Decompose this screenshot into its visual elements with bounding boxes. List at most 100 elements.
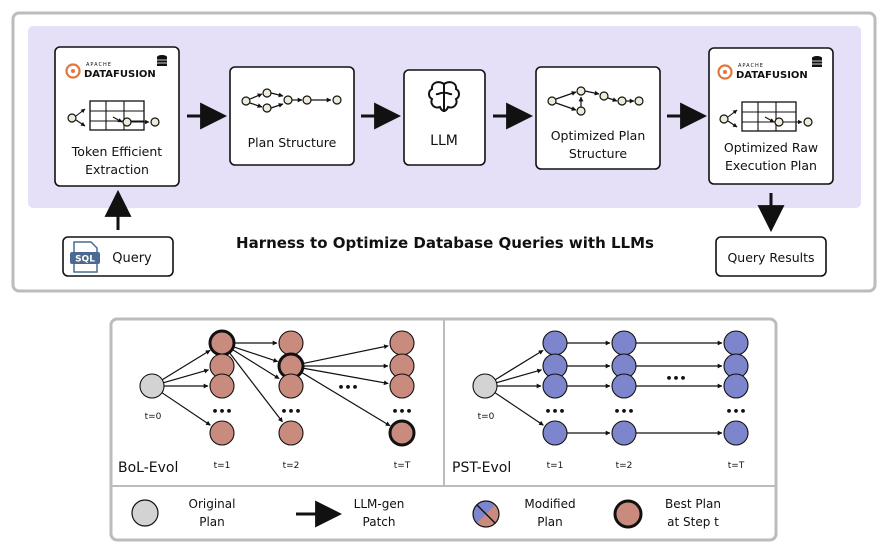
brain-icon xyxy=(428,81,460,113)
pst-dots-1: ••• xyxy=(544,405,565,418)
optimized-plan-box: Optimized Plan Structure xyxy=(535,66,661,170)
bol-dots-1: ••• xyxy=(211,405,232,418)
pst-evol-nodes xyxy=(472,330,749,446)
legend-original-plan-swatch xyxy=(131,499,159,527)
bol-tT-label: t=T xyxy=(394,461,411,471)
legend-best-1: Best Plan xyxy=(665,497,721,511)
bol-t0-label: t=0 xyxy=(145,412,162,422)
bol-best-node-tT xyxy=(388,419,416,447)
pst-dots-3: ••• xyxy=(665,372,686,385)
pst-edge-t0-t1 xyxy=(496,368,543,384)
query-label: Query xyxy=(112,251,152,266)
pst-node xyxy=(611,373,637,399)
svg-text:APACHE: APACHE xyxy=(86,62,112,68)
pst-node xyxy=(611,420,637,446)
pst-node xyxy=(723,420,749,446)
bol-edge-t0-t1 xyxy=(161,349,211,381)
bol-evol-edges xyxy=(161,340,391,427)
pst-node xyxy=(542,373,568,399)
bol-edge-t2-tT xyxy=(302,344,389,365)
raw-plan-label-1: Optimized Raw xyxy=(724,140,818,155)
bol-evol-nodes xyxy=(139,329,416,447)
llm-box: LLM xyxy=(403,69,486,166)
query-results-label: Query Results xyxy=(727,250,814,265)
legend-original-1: Original xyxy=(189,497,236,511)
pst-node xyxy=(723,330,749,356)
database-icon xyxy=(157,55,167,66)
legend-best-plan-swatch xyxy=(613,499,643,529)
token-box-label-1: Token Efficient xyxy=(71,144,162,159)
bol-edge-t0-t1 xyxy=(163,368,210,384)
legend-modified-plan-swatch xyxy=(472,500,500,528)
bol-evol-label: BoL-Evol xyxy=(118,460,178,476)
database-icon-right xyxy=(812,56,822,67)
bol-node-t2 xyxy=(278,330,304,356)
bol-edge-t2-tT xyxy=(302,367,389,386)
bol-node-t2 xyxy=(278,373,304,399)
pst-node xyxy=(542,330,568,356)
token-extraction-box: APACHE DATAFUSION Token Efficient Extrac… xyxy=(54,46,180,187)
svg-text:SQL: SQL xyxy=(75,255,95,265)
legend-modified-1: Modified xyxy=(524,497,575,511)
raw-plan-table-icon xyxy=(719,101,813,132)
plan-table-icon xyxy=(67,100,160,131)
plan-graph-icon xyxy=(241,88,342,113)
svg-text:DATAFUSION: DATAFUSION xyxy=(736,70,808,81)
query-box: SQL Query xyxy=(62,236,174,277)
pst-edge-t0-t1 xyxy=(494,349,544,381)
legend-patch-1: LLM-gen xyxy=(354,497,405,511)
pst-evol-edges xyxy=(494,340,723,436)
bol-original-plan-node xyxy=(139,373,165,399)
llm-label: LLM xyxy=(430,133,458,149)
bol-best-node-t1 xyxy=(208,329,236,357)
bol-dots-4: ••• xyxy=(391,405,412,418)
legend-patch-2: Patch xyxy=(363,515,396,529)
pst-node xyxy=(723,373,749,399)
bol-dots-3: ••• xyxy=(337,381,358,394)
pst-dots-2: ••• xyxy=(613,405,634,418)
pst-node xyxy=(542,420,568,446)
optimized-plan-label-1: Optimized Plan xyxy=(551,128,646,143)
pst-edge-t0-t1 xyxy=(494,392,544,426)
bol-edge-t2-tT xyxy=(300,371,391,427)
query-results-box: Query Results xyxy=(715,236,827,277)
pst-t0-label: t=0 xyxy=(478,412,495,422)
bol-t1-label: t=1 xyxy=(214,461,231,471)
bol-node-t2 xyxy=(278,420,304,446)
optimized-plan-label-2: Structure xyxy=(569,146,627,161)
pst-t1-label: t=1 xyxy=(547,461,564,471)
raw-execution-box: APACHE DATAFUSION Optimized Raw Executio… xyxy=(708,47,834,185)
datafusion-logo-right: APACHE DATAFUSION xyxy=(717,63,808,81)
legend-best-2: at Step t xyxy=(667,515,719,529)
svg-text:DATAFUSION: DATAFUSION xyxy=(84,69,156,80)
bol-dots-2: ••• xyxy=(280,405,301,418)
pst-evol-label: PST-Evol xyxy=(452,460,511,476)
legend: Original Plan LLM-gen Patch Modified Pla… xyxy=(131,497,721,529)
raw-plan-label-2: Execution Plan xyxy=(725,158,817,173)
sql-file-icon: SQL xyxy=(70,241,100,273)
optimized-graph-icon xyxy=(547,86,644,116)
bol-edge-t1-t2 xyxy=(231,348,280,380)
pst-node xyxy=(611,330,637,356)
bol-node-t1 xyxy=(209,373,235,399)
bol-node-tT xyxy=(389,330,415,356)
bol-node-t1 xyxy=(209,420,235,446)
plan-structure-box: Plan Structure xyxy=(229,66,355,166)
datafusion-logo-left: APACHE DATAFUSION xyxy=(65,62,156,80)
svg-text:APACHE: APACHE xyxy=(738,63,764,69)
legend-original-2: Plan xyxy=(199,515,225,529)
bol-edge-t0-t1 xyxy=(161,392,211,426)
bol-node-tT xyxy=(389,373,415,399)
plan-structure-label: Plan Structure xyxy=(248,135,337,150)
pst-tT-label: t=T xyxy=(728,461,745,471)
harness-title: Harness to Optimize Database Queries wit… xyxy=(236,234,654,252)
pst-dots-4: ••• xyxy=(725,405,746,418)
bol-edge-t1-t2 xyxy=(228,352,283,423)
legend-modified-2: Plan xyxy=(537,515,563,529)
pst-original-plan-node xyxy=(472,373,498,399)
pst-t2-label: t=2 xyxy=(616,461,633,471)
token-box-label-2: Extraction xyxy=(85,162,149,177)
bol-edge-t1-t2 xyxy=(233,346,279,363)
bol-t2-label: t=2 xyxy=(283,461,300,471)
